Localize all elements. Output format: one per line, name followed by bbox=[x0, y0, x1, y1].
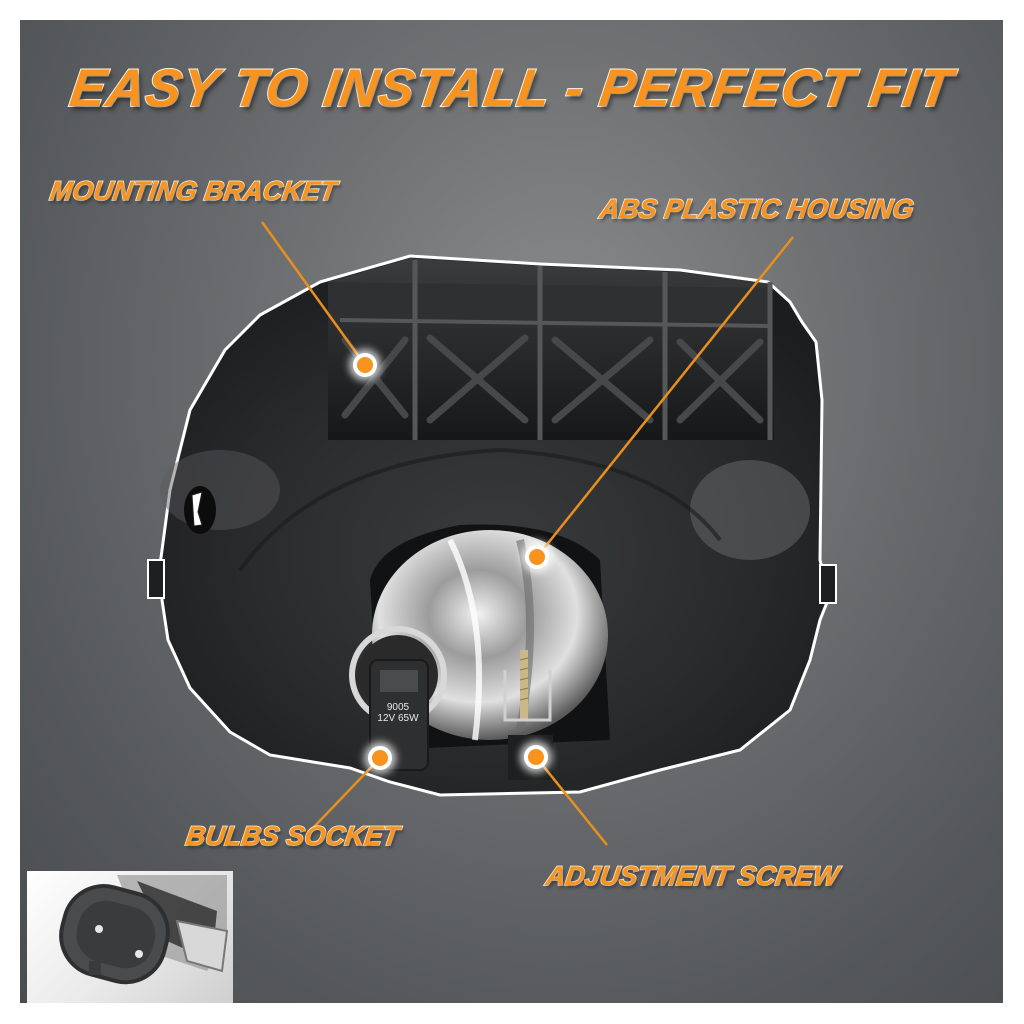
bulb-model: 9005 bbox=[386, 702, 410, 713]
adjustment-screw-marker bbox=[524, 745, 548, 769]
callout-abs-plastic-housing: ABS PLASTIC HOUSING bbox=[597, 193, 916, 225]
callout-bulbs-socket: BULBS SOCKET bbox=[183, 820, 402, 852]
callout-mounting-bracket: MOUNTING BRACKET bbox=[47, 175, 339, 207]
abs-housing-marker bbox=[525, 545, 549, 569]
bulbs-socket-marker bbox=[368, 746, 392, 770]
connector-detail-inset bbox=[27, 871, 233, 1003]
product-feature-panel: 9005 12V 65W EASY TO INSTALL - PERFECT F… bbox=[20, 20, 1003, 1003]
bulb-model-text: 9005 12V 65W bbox=[368, 702, 428, 724]
callout-adjustment-screw: ADJUSTMENT SCREW bbox=[543, 860, 841, 892]
bulb-rating: 12V 65W bbox=[377, 713, 419, 724]
connector-plug-image bbox=[59, 875, 229, 985]
right-clip bbox=[819, 564, 837, 604]
leader-lines bbox=[260, 221, 794, 846]
left-clip bbox=[147, 559, 165, 599]
mounting-bracket-marker bbox=[353, 353, 377, 377]
page-title: EASY TO INSTALL - PERFECT FIT bbox=[65, 58, 957, 119]
fog-light-housing-image bbox=[147, 221, 837, 846]
